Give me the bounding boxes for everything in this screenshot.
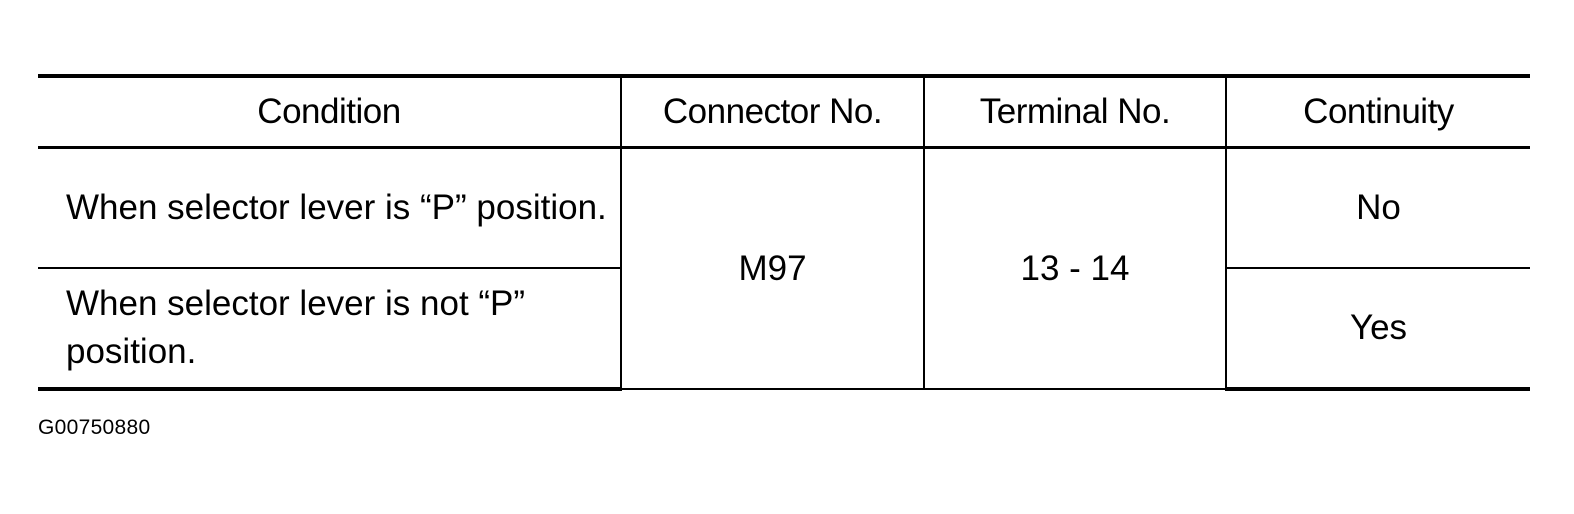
table-row: When selector lever is not “P” position.… (38, 268, 1530, 391)
condition-cell: When selector lever is “P” position. (38, 147, 622, 269)
header-condition: Condition (38, 74, 622, 149)
header-terminal-no: Terminal No. (923, 74, 1227, 149)
header-connector-no: Connector No. (620, 74, 925, 149)
condition-cell: When selector lever is not “P” position. (38, 268, 622, 391)
continuity-cell: Yes (1225, 268, 1530, 391)
table-header-row: Condition Connector No. Terminal No. Con… (38, 74, 1530, 149)
connector-no-cell: M97 (620, 147, 925, 390)
figure-id: G00750880 (38, 416, 151, 439)
continuity-cell: No (1225, 147, 1530, 269)
table-row: When selector lever is “P” position. M97… (38, 147, 1530, 390)
header-continuity: Continuity (1225, 74, 1530, 149)
continuity-table: Condition Connector No. Terminal No. Con… (38, 74, 1530, 391)
terminal-no-cell: 13 - 14 (923, 147, 1227, 390)
